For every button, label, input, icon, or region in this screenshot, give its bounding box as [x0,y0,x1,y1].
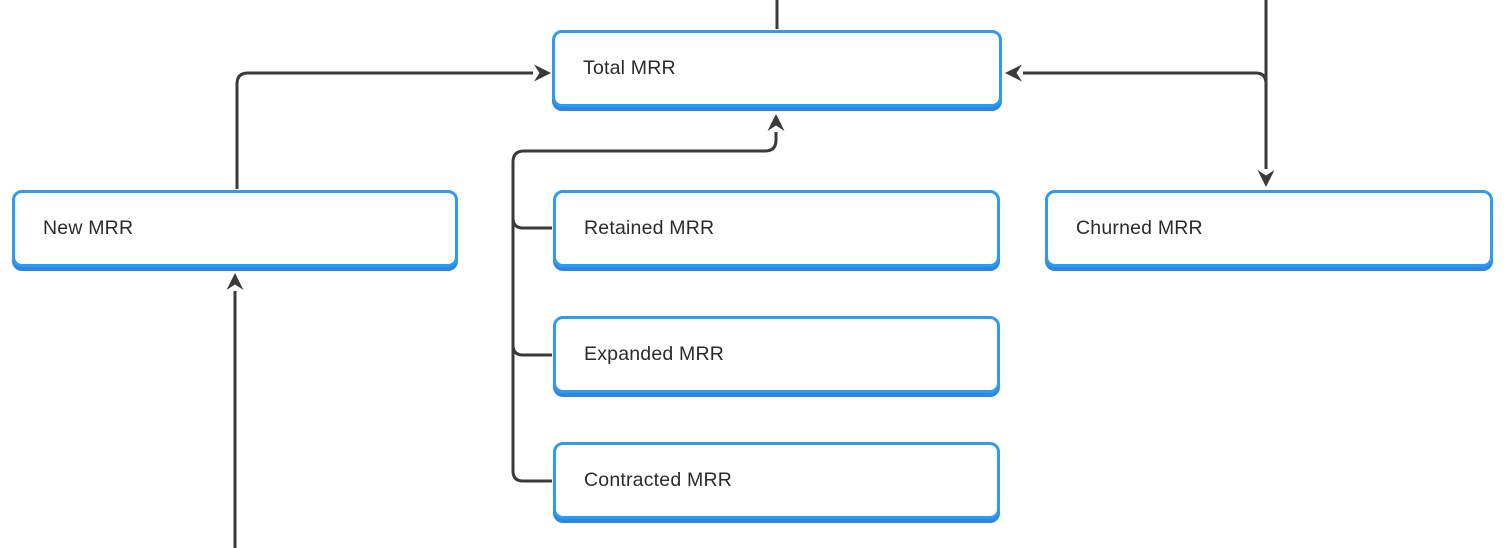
arrowhead-down-into-churned-mrr [1257,170,1275,187]
node-contracted-mrr[interactable]: Contracted MRR [553,442,1000,519]
edge-group-trunk-to-total-mrr[interactable] [511,132,778,483]
arrowhead-left-into-total-mrr [1005,64,1022,82]
node-label-total-mrr: Total MRR [583,57,676,79]
node-label-contracted-mrr: Contracted MRR [584,469,733,491]
node-label-retained-mrr: Retained MRR [584,217,715,239]
node-churned-mrr[interactable]: Churned MRR [1045,190,1493,267]
arrowhead-up-into-new-mrr [226,273,244,290]
arrowhead-up-into-total-mrr [767,114,785,131]
node-retained-mrr[interactable]: Retained MRR [553,190,1000,267]
node-new-mrr[interactable]: New MRR [12,190,458,267]
node-total-mrr[interactable]: Total MRR [552,30,1002,107]
node-expanded-mrr[interactable]: Expanded MRR [553,316,1000,393]
edge-expanded-mrr-stub[interactable] [511,344,552,357]
edge-new-mrr-to-total-mrr[interactable] [235,71,533,189]
node-label-expanded-mrr: Expanded MRR [584,343,725,365]
node-label-churned-mrr: Churned MRR [1076,217,1203,239]
edge-retained-mrr-stub[interactable] [511,217,552,230]
edge-churned-mrr-to-total-mrr[interactable] [1023,71,1268,85]
node-label-new-mrr: New MRR [43,217,134,239]
arrowhead-right-into-total-mrr [534,64,551,82]
